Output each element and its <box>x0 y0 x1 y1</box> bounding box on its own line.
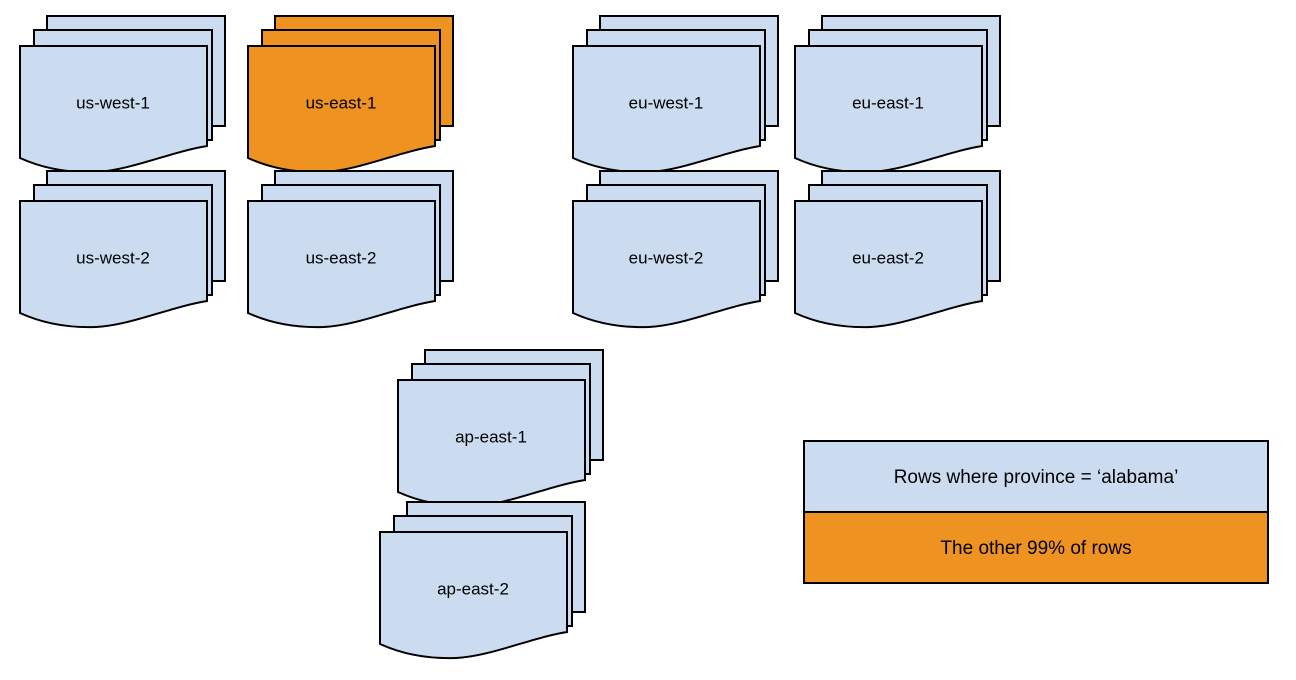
datastore-us-east-1[interactable]: us-east-1 <box>247 15 454 174</box>
legend-row-swatch-other <box>803 511 1269 584</box>
datastore-us-west-2[interactable]: us-west-2 <box>19 170 226 329</box>
datastore-label: us-west-2 <box>76 248 150 267</box>
datastore-label: eu-west-2 <box>629 248 704 267</box>
datastore-ap-east-1[interactable]: ap-east-1 <box>397 349 604 508</box>
datastore-us-east-2[interactable]: us-east-2 <box>247 170 454 329</box>
legend: Rows where province = ‘alabama’ The othe… <box>803 440 1269 584</box>
datastore-label: us-east-2 <box>306 248 377 267</box>
datastore-us-west-1[interactable]: us-west-1 <box>19 15 226 174</box>
legend-row-swatch-alabama <box>803 440 1269 513</box>
datastore-label: ap-east-1 <box>455 427 527 446</box>
datastore-stacks: us-west-1 us-east-1 eu-west-1 <box>19 15 1001 660</box>
datastore-label: us-east-1 <box>306 93 377 112</box>
datastore-eu-west-2[interactable]: eu-west-2 <box>572 170 779 329</box>
datastore-eu-east-2[interactable]: eu-east-2 <box>794 170 1001 329</box>
datastore-eu-west-1[interactable]: eu-west-1 <box>572 15 779 174</box>
datastore-label: us-west-1 <box>76 93 150 112</box>
legend-label-alabama: Rows where province = ‘alabama’ <box>894 467 1179 488</box>
datastore-eu-east-1[interactable]: eu-east-1 <box>794 15 1001 174</box>
legend-label-other: The other 99% of rows <box>940 538 1131 559</box>
datastore-ap-east-2[interactable]: ap-east-2 <box>379 501 586 660</box>
datastore-label: eu-west-1 <box>629 93 704 112</box>
datastore-label: eu-east-2 <box>852 248 924 267</box>
datastore-label: ap-east-2 <box>437 579 509 598</box>
datastore-label: eu-east-1 <box>852 93 924 112</box>
